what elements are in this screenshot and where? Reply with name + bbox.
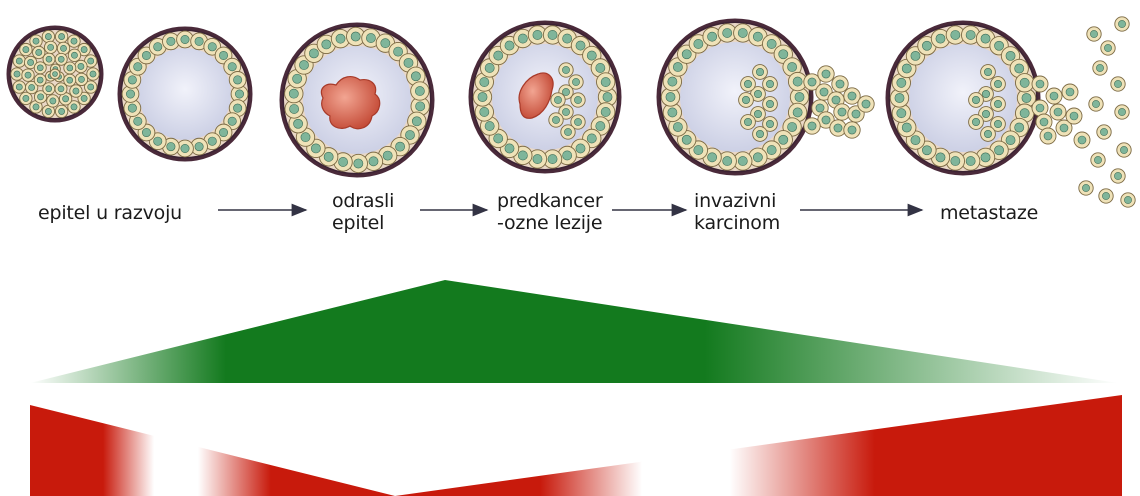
metastatic-cell bbox=[1093, 61, 1107, 75]
epithelial-cell bbox=[64, 62, 76, 74]
metastatic-cell bbox=[1097, 125, 1111, 139]
metastatic-cell bbox=[1121, 193, 1135, 207]
invading-cell bbox=[1050, 104, 1066, 120]
epithelial-cell bbox=[13, 81, 25, 93]
adult-epithelium-with-lesion-structure bbox=[281, 24, 433, 176]
invading-cell bbox=[832, 76, 848, 92]
epithelial-cell bbox=[75, 60, 87, 72]
proliferating-cell bbox=[559, 63, 573, 77]
epithelial-cell bbox=[34, 74, 46, 86]
tumor-cell bbox=[981, 65, 996, 80]
invading-cell bbox=[1074, 132, 1090, 148]
epithelial-cell bbox=[411, 82, 429, 100]
epithelial-cell bbox=[1015, 74, 1033, 92]
developing-epithelium-structure bbox=[8, 27, 102, 121]
invading-cell bbox=[1040, 128, 1056, 144]
metastatic-cell bbox=[1115, 105, 1129, 119]
adult-epithelium-structure bbox=[119, 28, 251, 160]
invading-cell bbox=[1032, 100, 1048, 116]
epithelial-cell bbox=[229, 71, 246, 88]
epithelial-cell bbox=[68, 49, 80, 61]
invading-cell bbox=[1032, 76, 1048, 92]
metastatic-cell bbox=[1111, 77, 1125, 91]
epithelial-cell bbox=[47, 95, 59, 107]
invading-cell bbox=[1066, 108, 1082, 124]
epithelial-cell bbox=[55, 30, 67, 42]
tumor-cell bbox=[763, 97, 778, 112]
epithelial-cell bbox=[43, 53, 55, 65]
tumor-cell bbox=[753, 127, 768, 142]
epithelial-cell bbox=[22, 69, 34, 81]
green-wedge bbox=[30, 280, 1118, 383]
epithelial-cell bbox=[13, 55, 25, 67]
tumor-cell bbox=[741, 77, 756, 92]
lesion bbox=[321, 77, 379, 129]
tumor-cell bbox=[991, 77, 1006, 92]
epithelial-cell bbox=[57, 42, 69, 54]
lumen bbox=[139, 48, 231, 140]
metastatic-cell bbox=[1101, 41, 1115, 55]
metastatic-cell bbox=[1111, 169, 1125, 183]
epithelial-cell bbox=[20, 92, 32, 104]
epithelial-cell bbox=[596, 73, 614, 91]
metastatic-cell bbox=[1115, 17, 1129, 31]
epithelial-cell bbox=[20, 43, 32, 55]
invading-cell bbox=[1036, 114, 1052, 130]
epithelial-structures bbox=[8, 17, 1135, 207]
metastatic-cell bbox=[1089, 97, 1103, 111]
epithelial-cell bbox=[11, 68, 23, 80]
metastatic-cell bbox=[1091, 153, 1105, 167]
stage-label-developing-epithelium: epitel u razvoju bbox=[38, 202, 182, 224]
tumor-cell bbox=[741, 115, 756, 130]
stage-label-invasive-carcinoma: invazivni karcinom bbox=[694, 190, 780, 234]
epithelial-cell bbox=[50, 69, 60, 79]
invading-cell bbox=[858, 96, 874, 112]
metastatic-cell bbox=[1117, 143, 1131, 157]
epithelial-cell bbox=[75, 73, 87, 85]
epithelial-cell bbox=[44, 41, 56, 53]
metastatic-cell bbox=[1079, 181, 1093, 195]
tumor-cell bbox=[739, 93, 754, 108]
metastatic-cell bbox=[1087, 27, 1101, 41]
tumor-cell bbox=[981, 127, 996, 142]
epithelial-cell bbox=[30, 35, 42, 47]
invading-cell bbox=[1062, 84, 1078, 100]
invasive-carcinoma-structure bbox=[658, 20, 874, 174]
invading-cell bbox=[1046, 88, 1062, 104]
metastases-structure bbox=[887, 17, 1135, 207]
proliferating-cell bbox=[549, 113, 563, 127]
tumor-cell bbox=[969, 93, 984, 108]
tumor-cell bbox=[969, 115, 984, 130]
proliferating-cell bbox=[571, 93, 585, 107]
precancerous-lesion-structure bbox=[470, 22, 620, 172]
tumor-cell bbox=[753, 65, 768, 80]
invading-cell bbox=[818, 66, 834, 82]
stage-label-metastases: metastaze bbox=[940, 202, 1038, 224]
epithelial-cell bbox=[87, 68, 99, 80]
metastatic-cell bbox=[1099, 189, 1113, 203]
epithelial-cell bbox=[42, 30, 54, 42]
stage-label-precancerous-lesions: predkancer -ozne lezije bbox=[497, 190, 603, 234]
epithelial-cell bbox=[70, 85, 82, 97]
invading-cell bbox=[844, 122, 860, 138]
epithelial-cell bbox=[55, 105, 67, 117]
tumor-cell bbox=[763, 77, 778, 92]
stage-label-adult-epithelium: odrasli epitel bbox=[332, 190, 394, 234]
tumor-cell bbox=[991, 97, 1006, 112]
red-wedge-right bbox=[395, 395, 1122, 496]
epithelial-cell bbox=[55, 83, 67, 95]
invading-cell bbox=[804, 118, 820, 134]
red-wedge bbox=[30, 405, 395, 496]
proliferating-cell bbox=[551, 93, 565, 107]
epithelial-cell bbox=[68, 35, 80, 47]
proliferating-cell bbox=[561, 125, 575, 139]
